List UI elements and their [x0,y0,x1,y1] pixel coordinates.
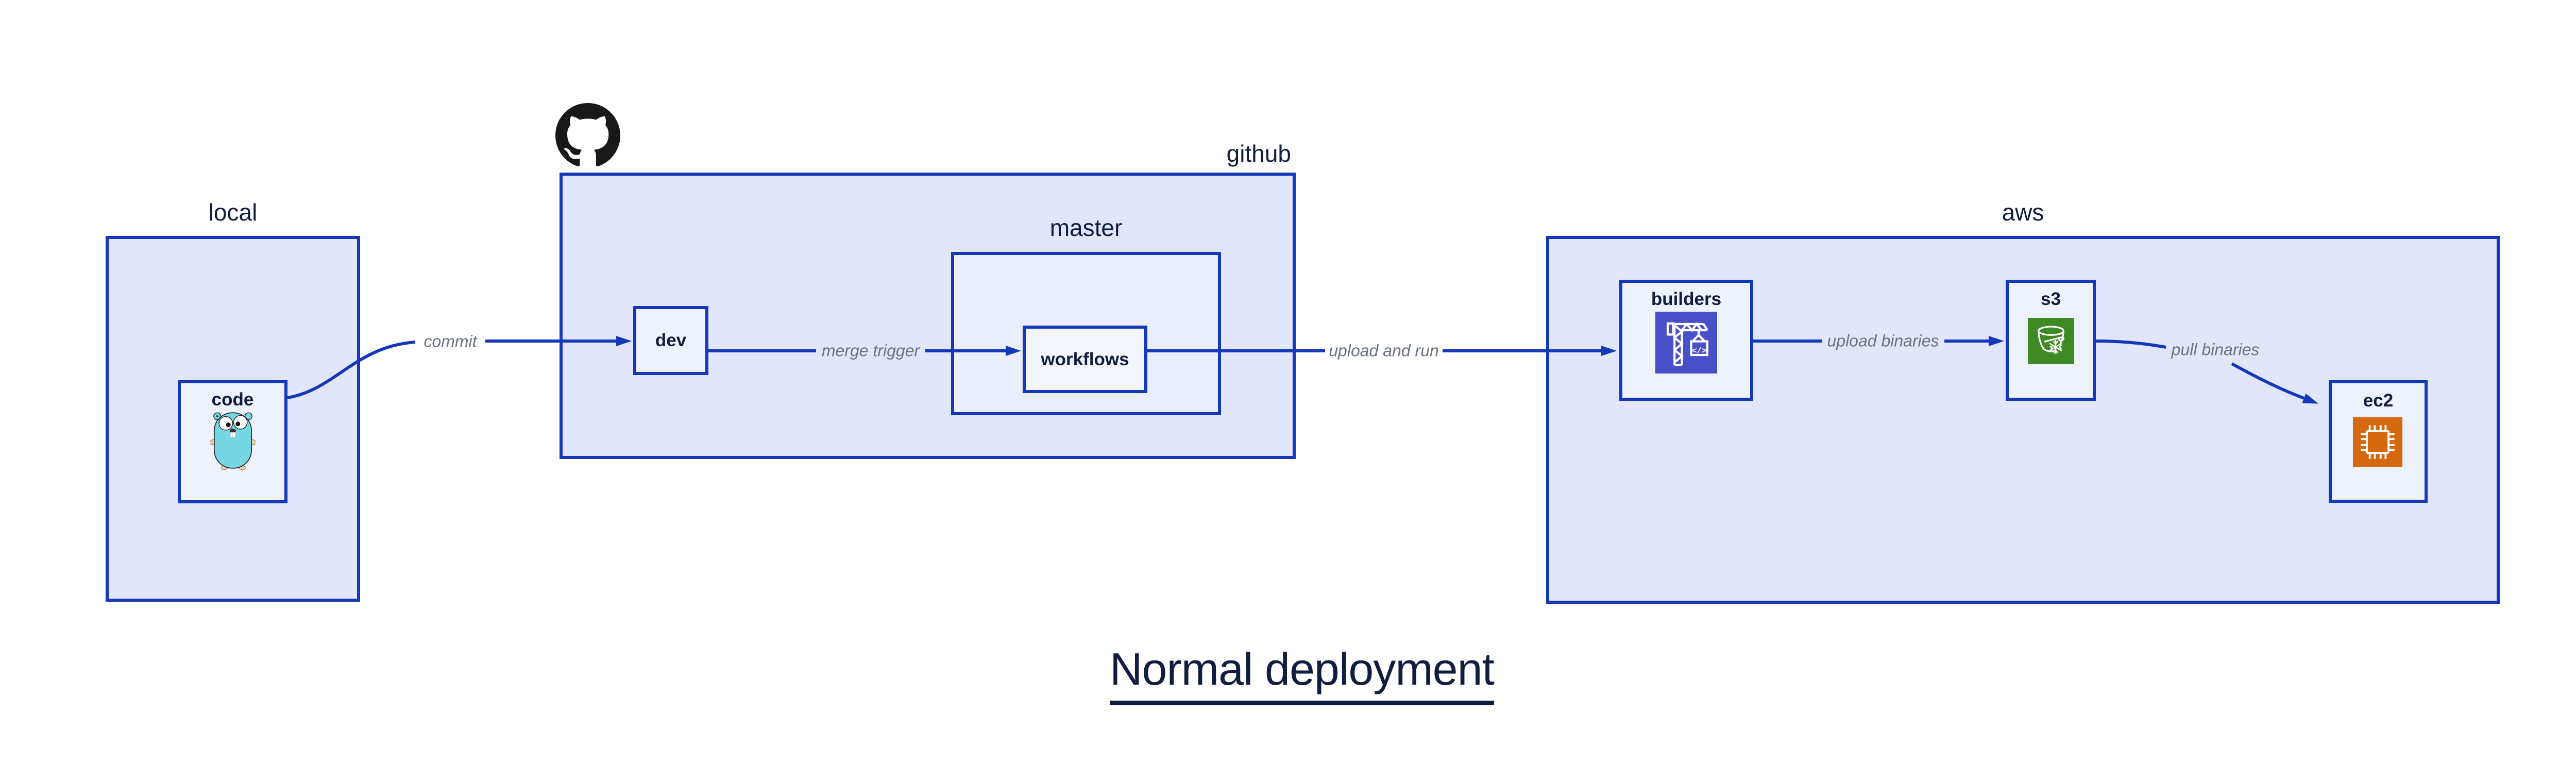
aws-group-label: aws [2002,199,2044,226]
workflows-node: workflows [1023,326,1147,393]
workflows-node-label: workflows [1041,349,1129,369]
commit-edge-curve [287,341,416,399]
github-octocat-icon [555,103,620,168]
code-node-label: code [211,389,254,410]
ec2-node-label: ec2 [2363,390,2394,411]
dev-node-label: dev [655,330,687,350]
ec2-chip-icon [2353,417,2402,467]
diagram-title: Normal deployment [0,643,2576,705]
go-gopher-icon [210,410,256,470]
s3-glacier-bucket-icon [2028,318,2074,364]
local-group-label: local [208,199,258,226]
upload-and-run-edge-label: upload and run [1329,341,1439,360]
github-group-label: github [1226,140,1291,167]
codebuild-code-glyph: </> [1692,346,1706,355]
pull-binaries-edge-line [2095,339,2166,349]
master-group-label: master [1049,214,1123,241]
commit-edge-label: commit [423,332,477,351]
builders-node-label: builders [1651,289,1722,309]
pull-binaries-edge-arrow [2231,362,2319,404]
s3-node-label: s3 [2041,289,2061,309]
s3-node: s3 [2006,280,2096,401]
merge-trigger-edge-label: merge trigger [821,341,920,360]
pull-binaries-edge-label: pull binaries [2171,340,2260,359]
dev-node: dev [633,306,708,375]
aws-codebuild-icon: </> [1655,312,1717,373]
upload-binaries-edge-label: upload binaries [1827,331,1939,350]
diagram-title-text: Normal deployment [1110,643,1495,705]
